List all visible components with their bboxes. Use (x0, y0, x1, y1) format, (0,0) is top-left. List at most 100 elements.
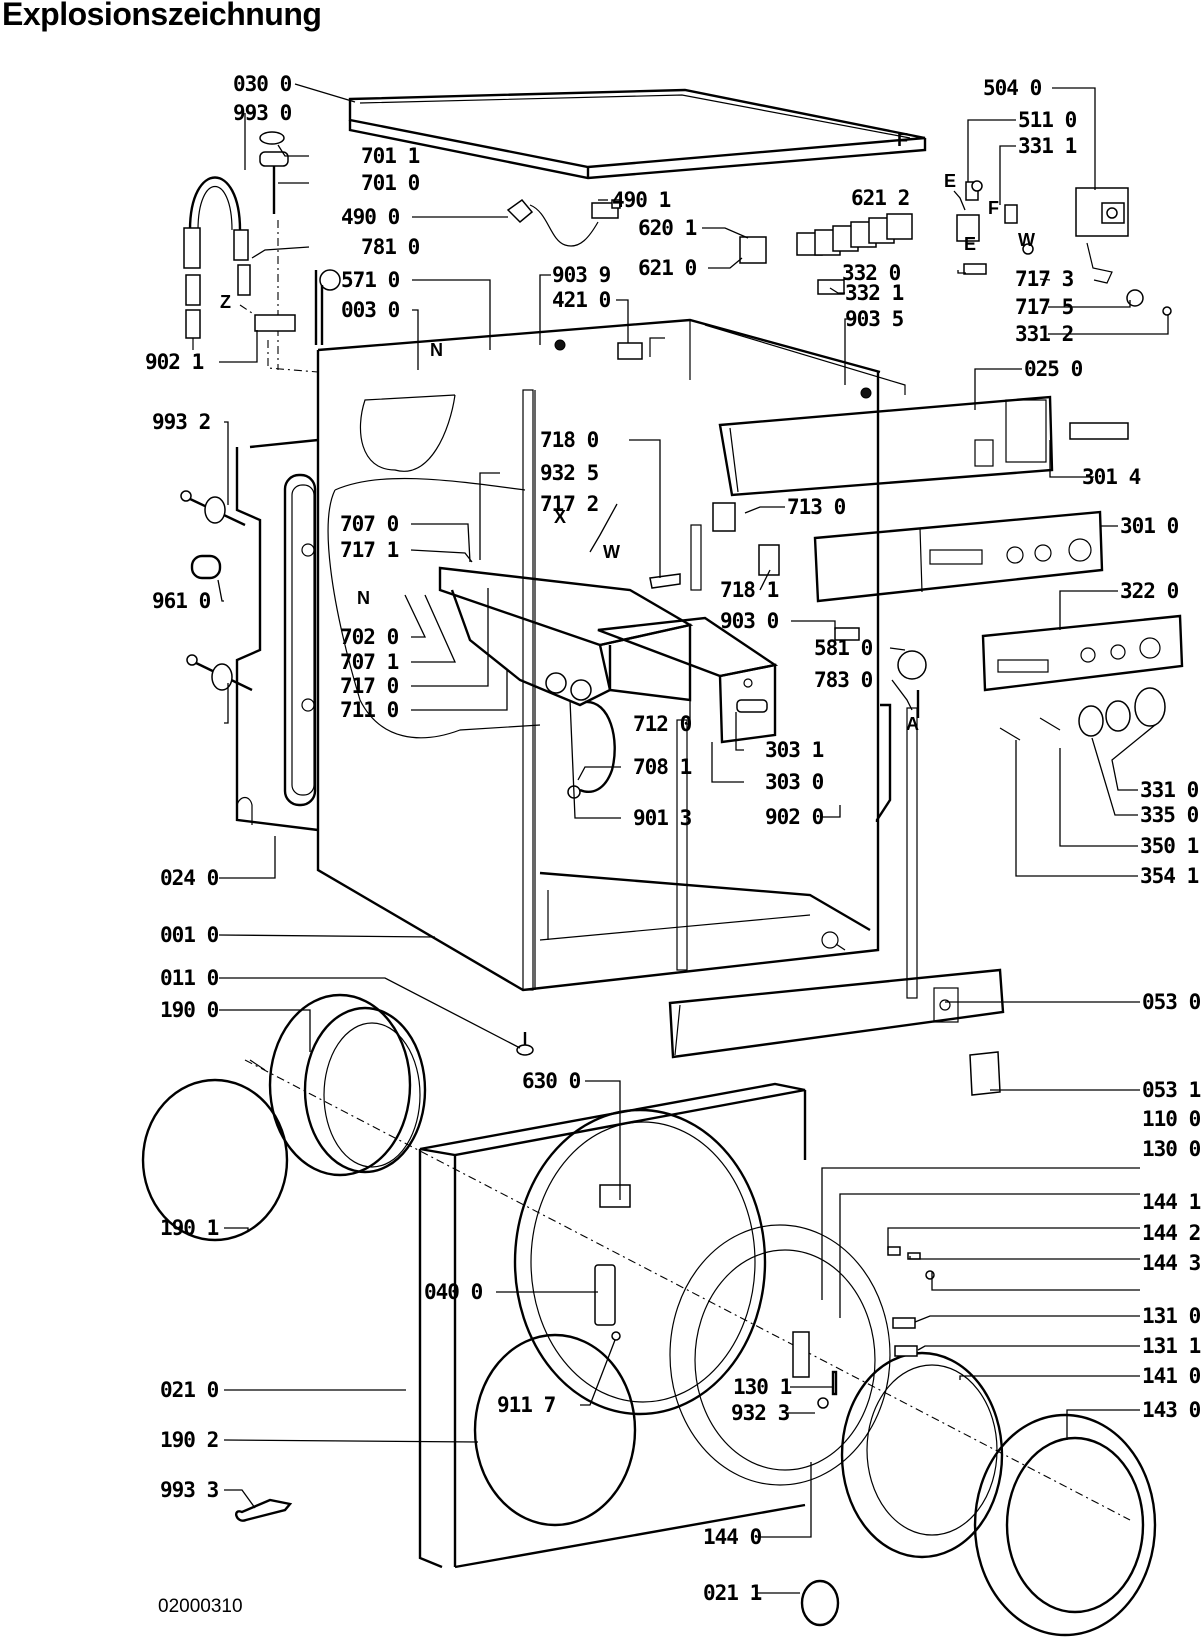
part-label-decor-panel: 322 0 (1120, 579, 1179, 603)
part-label-guide: 718 1 (720, 578, 779, 602)
part-labels: 030 0 993 0 701 1 701 0 490 0 781 0 571 … (145, 72, 1202, 1605)
shaft-shape (259, 131, 289, 370)
part-label-mains-filter: 490 1 (612, 188, 671, 212)
part-label-disc: 717 5 (1015, 295, 1074, 319)
part-label-switch-block: 620 1 (638, 216, 697, 240)
part-label-door-lock-lever: 040 0 (424, 1280, 483, 1304)
ref-letter-n: N (430, 340, 443, 360)
inlet-hose-shape (183, 176, 251, 350)
transit-bolt-shapes (180, 490, 253, 692)
part-label-panel-end-cap: 301 4 (1082, 465, 1141, 489)
ref-letter-w-2: W (603, 542, 620, 562)
ref-letter-w: W (1018, 230, 1035, 250)
part-label-knob: 331 0 (1140, 778, 1199, 802)
part-label-spring: 144 2 (1142, 1221, 1200, 1245)
part-label-top-cover: 030 0 (233, 72, 292, 96)
part-label-foot: 011 0 (160, 966, 219, 990)
part-label-drawer-handle: 303 1 (765, 738, 824, 762)
part-label-control-panel-frame: 025 0 (1024, 357, 1083, 381)
door-glass-shape (840, 1351, 1004, 1559)
hose-bracket-shape (239, 304, 319, 373)
part-drawings (141, 88, 1184, 1637)
foot-shape (516, 1032, 534, 1056)
ref-letter-x: X (554, 507, 566, 527)
outer-door-ring-shape (973, 1413, 1157, 1637)
part-label-door-handle: 130 0 (1142, 1137, 1201, 1161)
part-label-washer: 144 3 (1142, 1251, 1201, 1275)
top-cover-shape (348, 88, 927, 180)
part-label-knob-insert: 331 1 (1018, 134, 1077, 158)
control-panel-shape (813, 510, 1104, 603)
part-label-hinge: 713 0 (787, 495, 846, 519)
part-label-outer-door-ring: 143 0 (1142, 1398, 1201, 1422)
part-label-catch: 131 0 (1142, 1304, 1201, 1328)
part-label-spring: 932 5 (540, 461, 599, 485)
part-label-door-glass: 141 0 (1142, 1364, 1201, 1388)
inlet-valve-shape (314, 269, 341, 345)
plinth-shape (668, 968, 1005, 1096)
bellows-hose-shape (567, 679, 616, 799)
drawing-code: 02000310 (158, 1596, 243, 1617)
mains-filter-shape (591, 199, 621, 219)
timer-accessory-shapes (554, 180, 1172, 399)
part-label-pressure-switch: 581 0 (814, 636, 873, 660)
part-label-seal-ring: 190 1 (160, 1216, 219, 1240)
part-label-connector: 421 0 (552, 288, 611, 312)
part-label-plinth: 053 0 (1142, 990, 1201, 1014)
part-label-detergent-drawer: 712 0 (633, 712, 692, 736)
part-label-lamp-holder: 511 0 (1018, 108, 1077, 132)
part-label-spanner: 993 3 (160, 1478, 219, 1502)
part-label-clip: 903 5 (845, 307, 904, 331)
part-label-inner-door-ring: 144 0 (703, 1525, 762, 1549)
reference-letters: Z N F E F E W X W N A (220, 130, 1035, 734)
leader-lines (217, 83, 1169, 1594)
part-label-hinge-pin: 130 1 (733, 1375, 792, 1399)
part-label-door-lock: 630 0 (522, 1069, 581, 1093)
part-label-knob-shaft: 701 0 (361, 171, 420, 195)
part-label-inlet-valve: 571 0 (341, 268, 400, 292)
part-label-nozzle: 702 0 (340, 625, 399, 649)
decor-panel-shape (981, 614, 1184, 692)
rear-panel-shape (235, 438, 319, 832)
part-label-screw: 717 1 (340, 538, 399, 562)
part-label-drawer-front: 303 0 (765, 770, 824, 794)
part-label-hose-clamp: 901 3 (633, 806, 692, 830)
ref-letter-n-2: N (357, 588, 370, 608)
part-label-cap: 701 1 (361, 144, 420, 168)
part-label-nozzle: 707 0 (340, 512, 399, 536)
part-label-lamp: 354 1 (1140, 864, 1199, 888)
part-label-inlet-hose: 993 0 (233, 101, 292, 125)
part-label-switch: 621 0 (638, 256, 697, 280)
part-label-nut: 707 1 (340, 650, 399, 674)
part-label-control-panel: 301 0 (1120, 514, 1179, 538)
part-label-dispenser-lid: 717 0 (340, 674, 399, 698)
ref-letter-a: A (906, 714, 919, 734)
part-label-rail: 902 0 (765, 805, 824, 829)
part-label-plinth-flap: 053 1 (1142, 1078, 1201, 1102)
ref-letter-e: E (944, 171, 956, 191)
part-label-front-panel: 021 0 (160, 1378, 219, 1402)
door-seal-shape (141, 993, 427, 1242)
part-label-cabinet: 001 0 (160, 923, 219, 947)
part-label-screw: 911 7 (497, 1393, 556, 1417)
part-label-rear-panel: 024 0 (160, 866, 219, 890)
part-label-pin: 144 1 (1142, 1190, 1201, 1214)
part-label-support: 718 0 (540, 428, 599, 452)
part-label-hose: 783 0 (814, 668, 873, 692)
mid-parts-shapes (649, 502, 927, 999)
inner-door-ring-shape (669, 1224, 891, 1486)
part-label-spring: 932 3 (731, 1401, 790, 1425)
part-label-pin: 717 2 (540, 492, 598, 516)
timer-shape (1075, 187, 1129, 237)
part-label-knob-insert: 331 2 (1015, 322, 1073, 346)
part-label-dispenser-housing: 711 0 (340, 698, 399, 722)
part-label-clip: 903 0 (720, 609, 779, 633)
part-label-knob: 335 0 (1140, 803, 1199, 827)
power-cord-shape (506, 198, 599, 247)
part-label-indicator-lamp: 350 1 (1140, 834, 1199, 858)
part-label-cover-cap: 021 1 (703, 1581, 762, 1605)
ref-letter-e-2: E (964, 234, 976, 254)
part-label-clip: 903 9 (552, 263, 611, 287)
ref-letter-z: Z (220, 292, 231, 312)
